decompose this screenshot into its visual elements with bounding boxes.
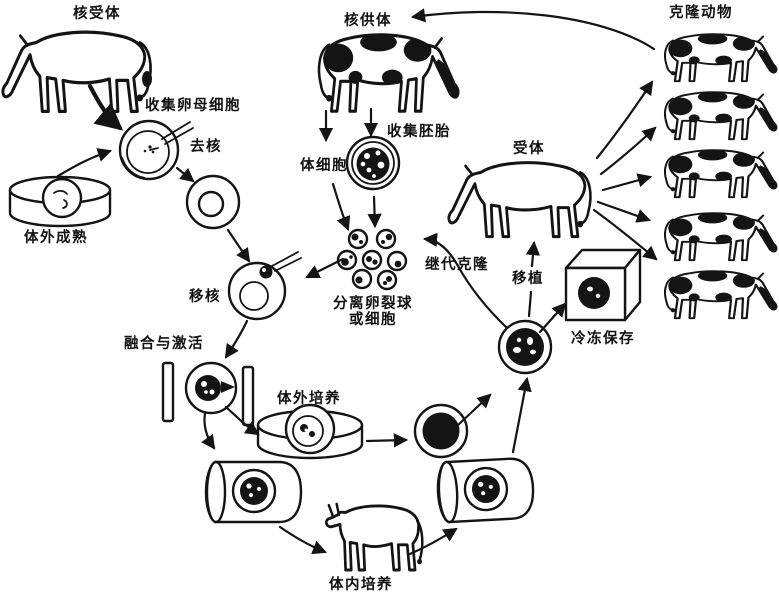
arrow-clone-to-donor <box>410 8 656 51</box>
label-serial-cloning: 继代克隆 <box>425 255 489 273</box>
arrow-enucleated-to-transfer <box>226 228 251 263</box>
in-vivo-calf <box>324 502 424 572</box>
arrow-dish-to-morula <box>365 433 409 448</box>
arrow-recipient-to-clone2 <box>599 126 657 176</box>
arrow-cow-to-oocyte <box>87 83 124 131</box>
arrow-tube-to-calf <box>278 525 327 555</box>
arrow-transplant-upper <box>525 240 541 268</box>
cloned-cow-5 <box>665 270 776 318</box>
arrow-fusion-to-dish <box>224 405 260 436</box>
enucleated-oocyte <box>185 174 241 230</box>
label-collect-embryos: 收集胚胎 <box>387 122 451 140</box>
label-in-vitro-culture: 体外培养 <box>277 389 341 407</box>
label-nuclear-donor: 核供体 <box>344 11 392 29</box>
embryo-dish <box>345 135 401 191</box>
cloned-cow-1 <box>665 33 776 81</box>
arrow-somatic-to-cluster <box>331 182 351 231</box>
morula <box>413 403 469 459</box>
arrow-tube-to-blastocyst <box>511 376 532 454</box>
fusion-apparatus <box>161 361 255 427</box>
culture-dish <box>256 403 364 460</box>
cloned-cow-4 <box>665 212 776 260</box>
arrow-recipient-to-clone4 <box>596 200 652 223</box>
arrow-embryodish-to-cluster <box>367 195 382 229</box>
label-enucleate: 去核 <box>190 137 222 155</box>
embryo-tube-left <box>204 460 303 524</box>
nuclear-recipient-cow-marking <box>142 71 152 87</box>
arrow-recipient-to-clone1 <box>595 80 654 160</box>
label-cryopreservation: 冷冻保存 <box>571 329 635 347</box>
arrow-cluster-to-transfer <box>305 257 345 279</box>
arrow-oocyte-to-enucleated <box>175 166 195 183</box>
nuclear-recipient-cow <box>3 32 151 111</box>
label-somatic-cells: 体细胞 <box>300 156 348 174</box>
label-cloned-animals: 克隆动物 <box>669 3 733 21</box>
oocyte-with-pipette <box>118 119 194 181</box>
label-in-vivo-culture: 体内培养 <box>329 575 393 593</box>
recipient-cow <box>449 163 591 237</box>
freezer-box <box>564 248 642 322</box>
arrow-maturation-to-oocyte <box>56 148 113 178</box>
maturation-dish <box>8 175 112 228</box>
arrow-calf-to-tube <box>408 527 458 556</box>
arrow-transplant-lower <box>527 290 533 318</box>
arrow-morula-to-blastocyst <box>456 393 492 427</box>
label-collect-oocytes: 收集卵母细胞 <box>145 96 241 114</box>
cloned-cow-3 <box>665 149 776 197</box>
label-transplant: 移植 <box>512 269 544 287</box>
label-fusion-activation: 融合与激活 <box>124 334 204 352</box>
arrow-recipient-to-clone5 <box>592 208 658 261</box>
arrow-recipient-to-clone3 <box>601 173 653 192</box>
blastomere-cluster <box>336 228 408 291</box>
labels: 核受体 收集卵母细胞 去核 体外成熟 移核 融合与激活 核供体 收集胚胎 体细胞… <box>24 3 733 593</box>
blastocyst <box>497 319 553 375</box>
nuclear-transfer-cell <box>227 251 302 321</box>
pipette <box>161 121 194 145</box>
label-separate-blastomeres-2: 或细胞 <box>349 310 397 328</box>
label-separate-blastomeres-1: 分离卵裂球 <box>333 294 413 312</box>
nuclear-donor-cow <box>319 33 458 111</box>
label-in-vitro-maturation: 体外成熟 <box>24 228 88 246</box>
label-recipient: 受体 <box>513 139 545 157</box>
arrow-fusion-to-tube <box>201 411 216 450</box>
label-nuclear-recipient: 核受体 <box>73 4 121 22</box>
arrow-serial-cloning <box>422 232 509 330</box>
arrow-transfer-to-fusion <box>224 319 249 359</box>
flow-arrows <box>56 8 658 556</box>
cloned-cow-2 <box>665 91 776 139</box>
label-nuclear-transfer: 移核 <box>189 287 221 305</box>
arrow-blastocyst-to-freezer <box>538 302 567 334</box>
embryo-tube-right <box>435 456 536 524</box>
pipette <box>271 251 302 272</box>
